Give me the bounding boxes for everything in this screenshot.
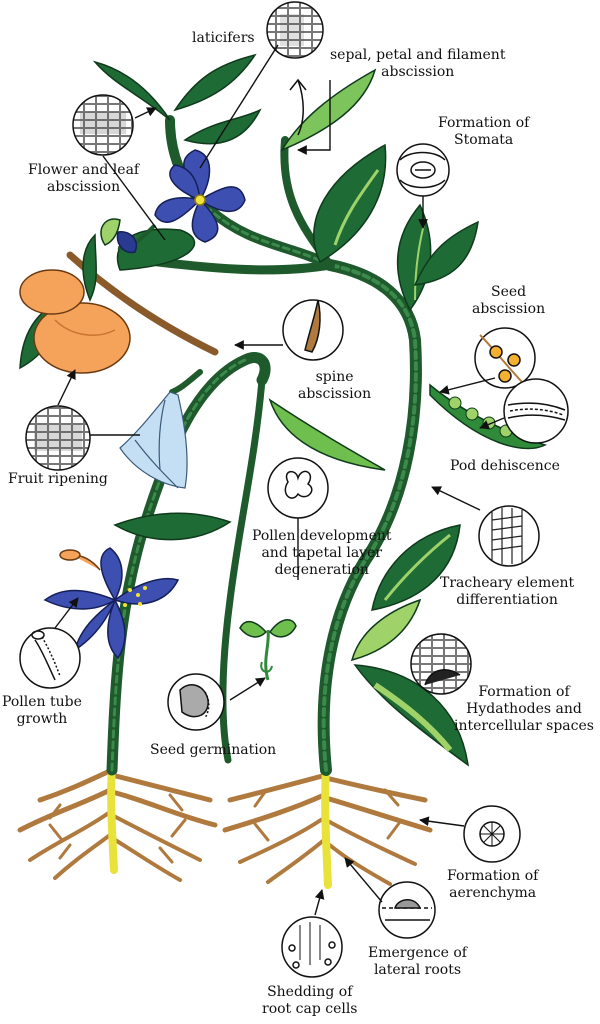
label-formation-of-stomata: Formation of Stomata (438, 115, 530, 148)
fruit (19, 269, 131, 374)
green-pod (268, 398, 386, 471)
inset-circles (19, 1, 569, 978)
label-formation-of-hydathodes: Formation of Hydathodes and intercellula… (454, 684, 594, 734)
arrows (54, 44, 505, 916)
right-root-system (222, 772, 433, 886)
label-sepal-petal-filament-abscission: sepal, petal and filament abscission (330, 47, 506, 80)
left-taproot (107, 761, 118, 874)
label-laticifers: laticifers (192, 30, 255, 46)
leaves (19, 53, 479, 767)
label-fruit-ripening: Fruit ripening (8, 471, 108, 487)
left-root-system (17, 767, 218, 882)
label-seed-germination: Seed germination (150, 742, 277, 758)
label-pod-dehiscence: Pod dehiscence (450, 458, 560, 474)
label-seed-abscission: Seed abscission (472, 284, 546, 317)
label-tracheary-element-differentiation: Tracheary element differentiation (440, 575, 575, 608)
label-emergence-of-lateral-roots: Emergence of lateral roots (368, 945, 467, 978)
label-pollen-tube-growth: Pollen tube growth (2, 694, 82, 727)
label-shedding-of-root-cap-cells: Shedding of root cap cells (262, 984, 358, 1017)
label-flower-leaf-abscission: Flower and leaf abscission (28, 162, 140, 195)
label-spine-abscission: spine abscission (298, 369, 372, 402)
seedling (239, 619, 297, 681)
bell-flower (119, 391, 188, 489)
label-formation-of-aerenchyma: Formation of aerenchyma (447, 868, 539, 901)
lower-flower (43, 547, 180, 660)
stems (66, 115, 422, 776)
right-taproot (321, 761, 332, 889)
label-pollen-development: Pollen development and tapetal layer deg… (252, 528, 392, 578)
